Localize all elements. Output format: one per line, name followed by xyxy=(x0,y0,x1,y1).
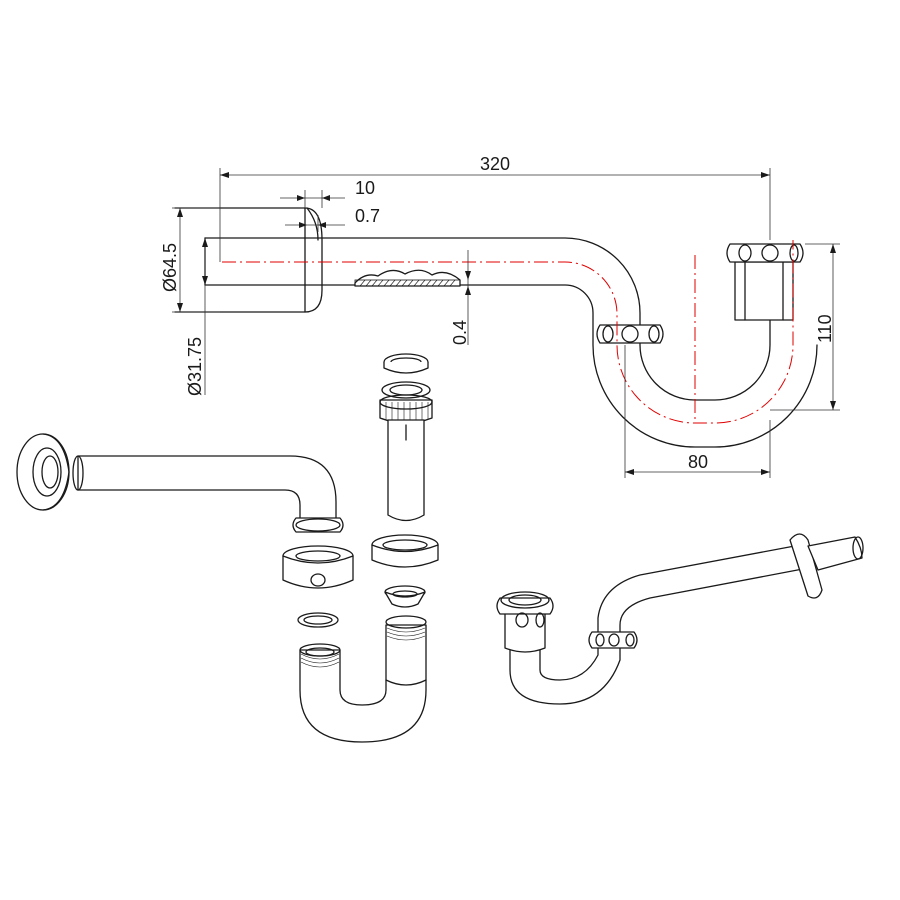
exploded-parts-view xyxy=(16,353,439,743)
dimension-320: 320 xyxy=(219,154,771,262)
dimension-wall-thickness: 10 0.7 xyxy=(280,178,380,232)
dimension-0.7-label: 0.7 xyxy=(355,206,380,226)
center-lines xyxy=(222,240,794,424)
dimension-pipe-diameter-label: Ø31.75 xyxy=(185,337,205,396)
horizontal-tube xyxy=(204,237,818,448)
dimension-gap: 0.4 xyxy=(450,250,471,345)
dimension-outer-diameter-label: Ø64.5 xyxy=(160,243,180,292)
washer-part xyxy=(297,612,339,628)
dimension-110-label: 110 xyxy=(815,314,835,343)
tube-wall-cutaway xyxy=(354,269,461,287)
slip-nut-part xyxy=(282,545,354,589)
tailpiece-part xyxy=(379,353,433,522)
trap-outlet-section xyxy=(596,243,804,344)
dimension-gap-label: 0.4 xyxy=(450,320,470,345)
j-trap-part xyxy=(299,615,427,743)
coupling-nut-part xyxy=(371,534,439,568)
dimension-320-label: 320 xyxy=(480,154,510,174)
dimension-80: 80 xyxy=(624,345,771,478)
wall-tube-part xyxy=(72,455,344,533)
wall-flange-part xyxy=(16,433,70,511)
dimension-pipe-diameter: Ø31.75 xyxy=(185,238,208,396)
dimension-110: 110 xyxy=(770,243,840,411)
dimensioned-trap-elevation: 320 10 0.7 Ø64.5 Ø31.75 xyxy=(160,154,840,478)
dimension-80-label: 80 xyxy=(688,452,708,472)
cone-washer-part xyxy=(384,585,426,608)
dimension-10-label: 10 xyxy=(355,178,375,198)
dimension-outer-diameter: Ø64.5 xyxy=(160,207,220,313)
assembled-trap-view xyxy=(496,533,864,705)
